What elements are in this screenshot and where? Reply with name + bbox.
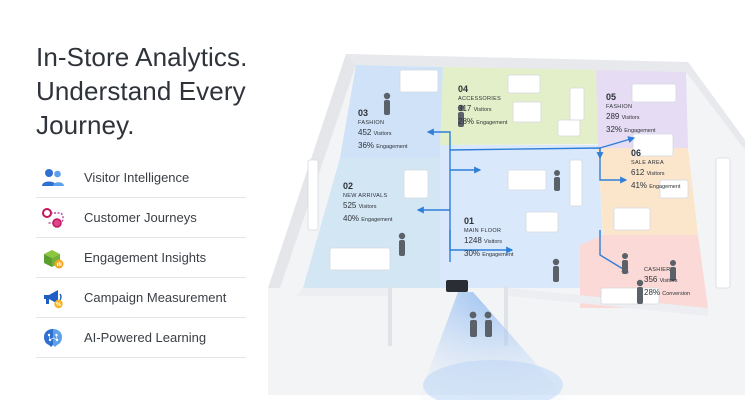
page-headline: In-Store Analytics. Understand Every Jou… (36, 40, 336, 142)
feature-item-ai-powered-learning[interactable]: AI-Powered Learning (36, 318, 246, 358)
journey-icon (40, 205, 66, 231)
store-floor-map: 03 FASHION 452 Visitors 36% Engagement 0… (268, 40, 745, 400)
person-icon (457, 104, 465, 127)
person-icon (398, 232, 406, 256)
shelf-icon (557, 119, 581, 137)
feature-item-visitor-intelligence[interactable]: Visitor Intelligence (36, 158, 246, 198)
people-counter-sensor-icon (446, 280, 468, 292)
person-icon (469, 311, 477, 337)
wall-shelf-icon (715, 157, 731, 289)
person-icon (622, 253, 628, 274)
shelf-icon (659, 179, 689, 199)
person-icon (670, 260, 676, 281)
feature-label: Engagement Insights (84, 250, 207, 265)
feature-label: AI-Powered Learning (84, 330, 207, 345)
feature-item-customer-journeys[interactable]: Customer Journeys (36, 198, 246, 238)
headline-line-1: In-Store Analytics. (36, 42, 248, 72)
customer-flow-arrows (416, 128, 636, 273)
visitors-icon (40, 165, 66, 191)
shelf-icon (507, 74, 541, 94)
shelf-icon (399, 69, 439, 93)
zone-label-cashier: CASHIER 356 Visitors 28% Conversion (644, 267, 691, 297)
person-icon (636, 279, 644, 304)
megaphone-icon: % (40, 285, 66, 311)
zone-label-06: 06 SALE AREA 612 Visitors 41% Engagement (631, 148, 681, 190)
zone-label-02: 02 NEW ARRIVALS 525 Visitors 40% Engagem… (343, 181, 393, 223)
feature-item-engagement-insights[interactable]: Engagement Insights (36, 238, 246, 278)
svg-text:%: % (56, 302, 61, 308)
shelf-icon (525, 211, 559, 233)
person-icon (554, 170, 560, 191)
person-icon (484, 311, 492, 337)
shelf-icon (569, 159, 583, 207)
shelf-icon (403, 169, 429, 199)
shelf-icon (632, 133, 674, 157)
feature-label: Campaign Measurement (84, 290, 227, 305)
visitor-figures (383, 92, 676, 337)
feature-label: Visitor Intelligence (84, 170, 190, 185)
cashier-counter-icon (600, 287, 660, 305)
shelf-icon (512, 101, 542, 123)
wall-shelf-icon (307, 159, 319, 231)
clothing-rack-icon (329, 247, 391, 271)
zone-label-03: 03 FASHION 452 Visitors 36% Engagement (358, 108, 408, 150)
zone-01-main-floor (440, 145, 603, 288)
person-icon (383, 92, 391, 115)
feature-label: Customer Journeys (84, 210, 197, 225)
person-icon (552, 258, 560, 282)
feature-list: Visitor Intelligence Customer Journeys E… (36, 158, 246, 358)
zone-label-04: 04 ACCESSORIES 317 Visitors 28% Engageme… (458, 84, 508, 126)
shelf-icon (569, 87, 585, 121)
zone-label-05: 05 FASHION 289 Visitors 32% Engagement (606, 92, 656, 134)
zone-label-01: 01 MAIN FLOOR 1248 Visitors 30% Engageme… (464, 216, 514, 258)
shelf-icon (631, 83, 677, 103)
headline-line-3: Journey. (36, 110, 135, 140)
brain-icon (40, 325, 66, 351)
engagement-box-icon (40, 245, 66, 271)
shelf-icon (507, 169, 547, 191)
store-floorplan-graphic (268, 54, 745, 400)
shelf-icon (613, 207, 651, 231)
headline-line-2: Understand Every (36, 76, 246, 106)
feature-item-campaign-measurement[interactable]: % Campaign Measurement (36, 278, 246, 318)
